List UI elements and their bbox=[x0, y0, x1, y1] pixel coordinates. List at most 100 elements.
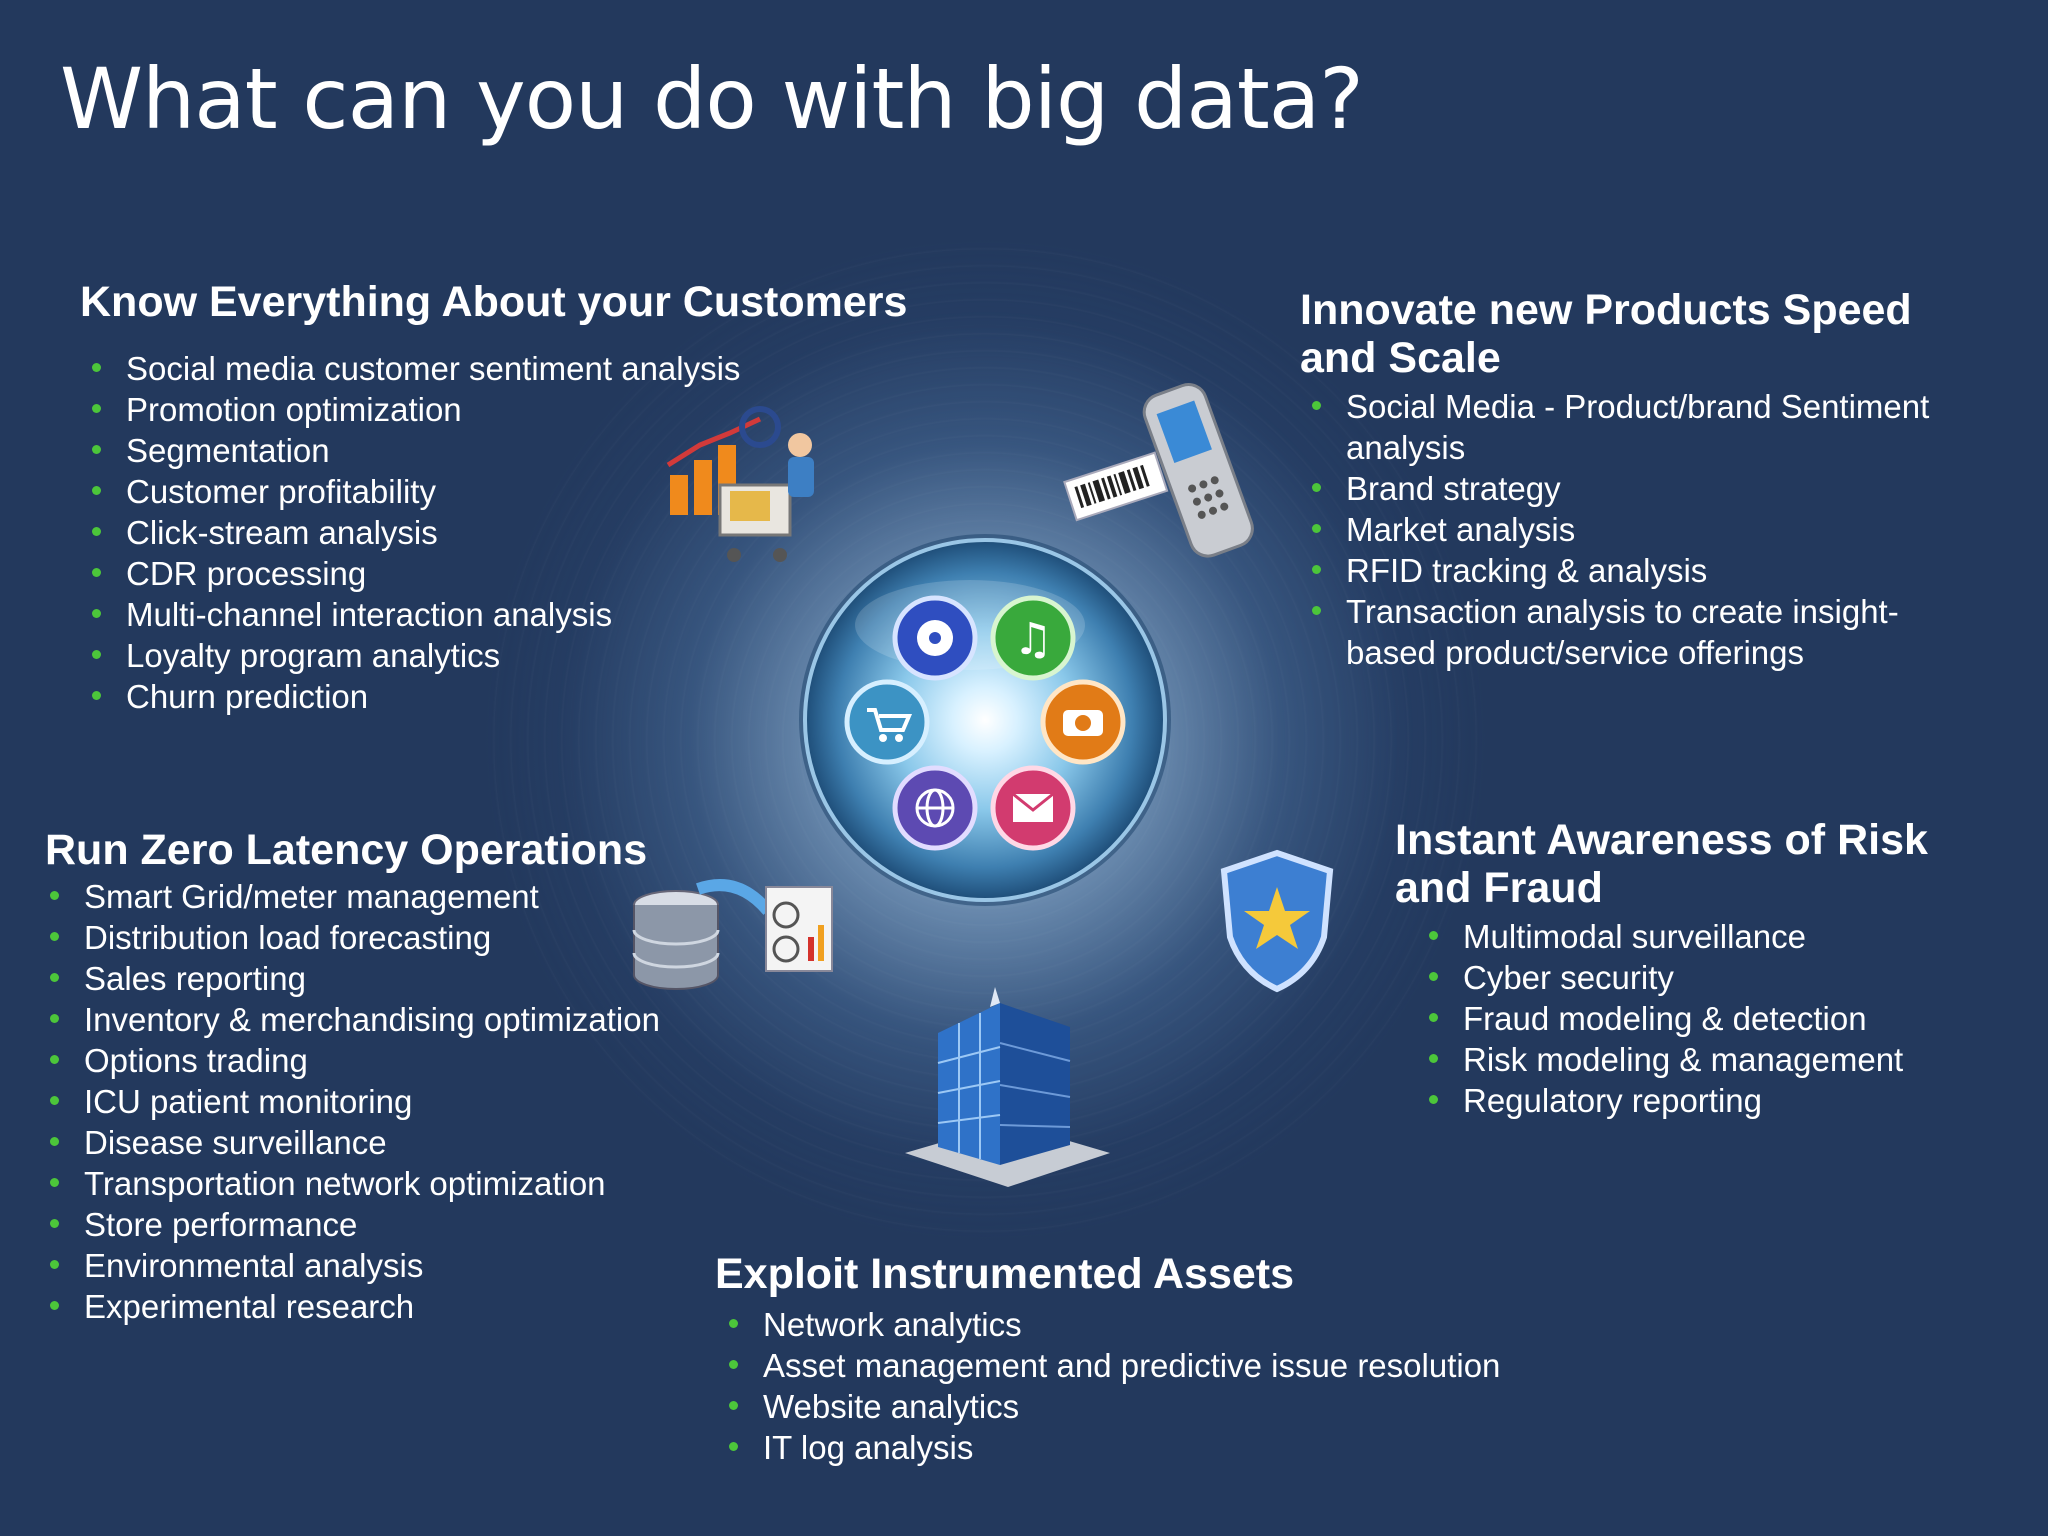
list-item-text: Transaction analysis to create insight- bbox=[1346, 593, 1899, 630]
bullet-dot bbox=[50, 1178, 59, 1187]
growth-chart-cart-icon bbox=[666, 406, 814, 562]
video-icon bbox=[892, 595, 978, 681]
bullet-dot bbox=[92, 691, 101, 700]
bullet-dot bbox=[1429, 1013, 1438, 1022]
page-title: What can you do with big data? bbox=[60, 50, 1364, 148]
list-item: Segmentation bbox=[80, 430, 980, 471]
list-item: Environmental analysis bbox=[38, 1245, 765, 1286]
list-item: Distribution load forecasting bbox=[38, 917, 765, 958]
section-assets: Exploit Instrumented Assets Network anal… bbox=[715, 1250, 1615, 1468]
section-assets-list: Network analytics Asset management and p… bbox=[717, 1304, 1615, 1468]
list-item: Transportation network optimization bbox=[38, 1163, 765, 1204]
bullet-dot bbox=[92, 404, 101, 413]
list-item-text: Social Media - Product/brand Sentiment bbox=[1346, 388, 1930, 425]
bullet-dot bbox=[1429, 972, 1438, 981]
list-item-continuation: analysis bbox=[1300, 427, 2000, 468]
list-item: Experimental research bbox=[38, 1286, 765, 1327]
section-risk-heading: Instant Awareness of Risk and Fraud bbox=[1395, 816, 2015, 912]
list-item-text: CDR processing bbox=[126, 555, 367, 592]
bullet-dot bbox=[729, 1401, 738, 1410]
section-risk-list: Multimodal surveillance Cyber security F… bbox=[1417, 916, 2015, 1121]
bullet-dot bbox=[1312, 606, 1321, 615]
list-item-text: Fraud modeling & detection bbox=[1463, 1000, 1867, 1037]
list-item-text: Market analysis bbox=[1346, 511, 1576, 548]
list-item-text: based product/service offerings bbox=[1346, 634, 1804, 671]
music-icon: ♫ bbox=[990, 595, 1076, 681]
office-building-icon bbox=[905, 987, 1110, 1187]
list-item-text: Churn prediction bbox=[126, 678, 369, 715]
bullet-dot bbox=[92, 609, 101, 618]
shield-star-icon bbox=[1220, 849, 1334, 993]
bullet-dot bbox=[1312, 524, 1321, 533]
bullet-dot bbox=[50, 1096, 59, 1105]
bullet-dot bbox=[50, 932, 59, 941]
list-item-text: Multimodal surveillance bbox=[1463, 918, 1806, 955]
list-item-text: Promotion optimization bbox=[126, 391, 462, 428]
list-item: Disease surveillance bbox=[38, 1122, 765, 1163]
list-item-text: Environmental analysis bbox=[84, 1247, 424, 1284]
list-item: Network analytics bbox=[717, 1304, 1615, 1345]
list-item-text: Network analytics bbox=[763, 1306, 1022, 1343]
list-item: Fraud modeling & detection bbox=[1417, 998, 2015, 1039]
bullet-dot bbox=[92, 527, 101, 536]
list-item-text: RFID tracking & analysis bbox=[1346, 552, 1708, 589]
bullet-dot bbox=[729, 1360, 738, 1369]
list-item: Market analysis bbox=[1300, 509, 2000, 550]
bullet-dot bbox=[1312, 565, 1321, 574]
list-item-text: ICU patient monitoring bbox=[84, 1083, 413, 1120]
section-operations-list: Smart Grid/meter management Distribution… bbox=[38, 876, 765, 1327]
list-item-text: Risk modeling & management bbox=[1463, 1041, 1904, 1078]
list-item: Brand strategy bbox=[1300, 468, 2000, 509]
list-item: Regulatory reporting bbox=[1417, 1080, 2015, 1121]
shopping-cart-icon bbox=[844, 679, 930, 765]
list-item: IT log analysis bbox=[717, 1427, 1615, 1468]
bullet-dot bbox=[50, 1137, 59, 1146]
section-products-heading-line1: Innovate new Products Speed bbox=[1300, 286, 1912, 334]
list-item: Store performance bbox=[38, 1204, 765, 1245]
bullet-dot bbox=[50, 1301, 59, 1310]
section-assets-heading: Exploit Instrumented Assets bbox=[715, 1250, 1295, 1298]
list-item-text: Inventory & merchandising optimization bbox=[84, 1001, 660, 1038]
list-item: RFID tracking & analysis bbox=[1300, 550, 2000, 591]
svg-text:♫: ♫ bbox=[1013, 614, 1052, 665]
section-products-heading: Innovate new Products Speed and Scale bbox=[1300, 286, 2000, 382]
list-item: Website analytics bbox=[717, 1386, 1615, 1427]
list-item: Sales reporting bbox=[38, 958, 765, 999]
bullet-dot bbox=[92, 363, 101, 372]
bullet-dot bbox=[50, 973, 59, 982]
section-risk: Instant Awareness of Risk and Fraud Mult… bbox=[1395, 816, 2015, 1121]
section-products-list: Social Media - Product/brand Sentiment a… bbox=[1300, 386, 2000, 673]
list-item: Risk modeling & management bbox=[1417, 1039, 2015, 1080]
list-item-text: Asset management and predictive issue re… bbox=[763, 1347, 1501, 1384]
section-customers-list: Social media customer sentiment analysis… bbox=[80, 348, 980, 717]
list-item-text: Customer profitability bbox=[126, 473, 436, 510]
list-item-text: Cyber security bbox=[1463, 959, 1674, 996]
list-item-text: Sales reporting bbox=[84, 960, 306, 997]
camera-icon bbox=[1040, 679, 1126, 765]
list-item: Multimodal surveillance bbox=[1417, 916, 2015, 957]
database-report-icon bbox=[632, 879, 833, 990]
globe-icon bbox=[892, 765, 978, 851]
section-products: Innovate new Products Speed and Scale So… bbox=[1300, 286, 2000, 673]
list-item-text: Experimental research bbox=[84, 1288, 415, 1325]
bullet-dot bbox=[50, 891, 59, 900]
list-item-text: Click-stream analysis bbox=[126, 514, 438, 551]
barcode-scanner-icon bbox=[1063, 383, 1254, 558]
list-item: Promotion optimization bbox=[80, 389, 980, 430]
list-item-text: Options trading bbox=[84, 1042, 308, 1079]
list-item: Social Media - Product/brand Sentiment bbox=[1300, 386, 2000, 427]
list-item: Multi-channel interaction analysis bbox=[80, 594, 980, 635]
bullet-dot bbox=[1429, 1054, 1438, 1063]
bullet-dot bbox=[92, 568, 101, 577]
bullet-dot bbox=[92, 445, 101, 454]
list-item-text: analysis bbox=[1346, 429, 1466, 466]
list-item: Loyalty program analytics bbox=[80, 635, 980, 676]
bullet-dot bbox=[729, 1319, 738, 1328]
list-item-text: Distribution load forecasting bbox=[84, 919, 492, 956]
list-item: Inventory & merchandising optimization bbox=[38, 999, 765, 1040]
list-item-text: Social media customer sentiment analysis bbox=[126, 350, 741, 387]
bullet-dot bbox=[92, 486, 101, 495]
list-item: ICU patient monitoring bbox=[38, 1081, 765, 1122]
list-item-text: Website analytics bbox=[763, 1388, 1020, 1425]
list-item-text: Brand strategy bbox=[1346, 470, 1561, 507]
